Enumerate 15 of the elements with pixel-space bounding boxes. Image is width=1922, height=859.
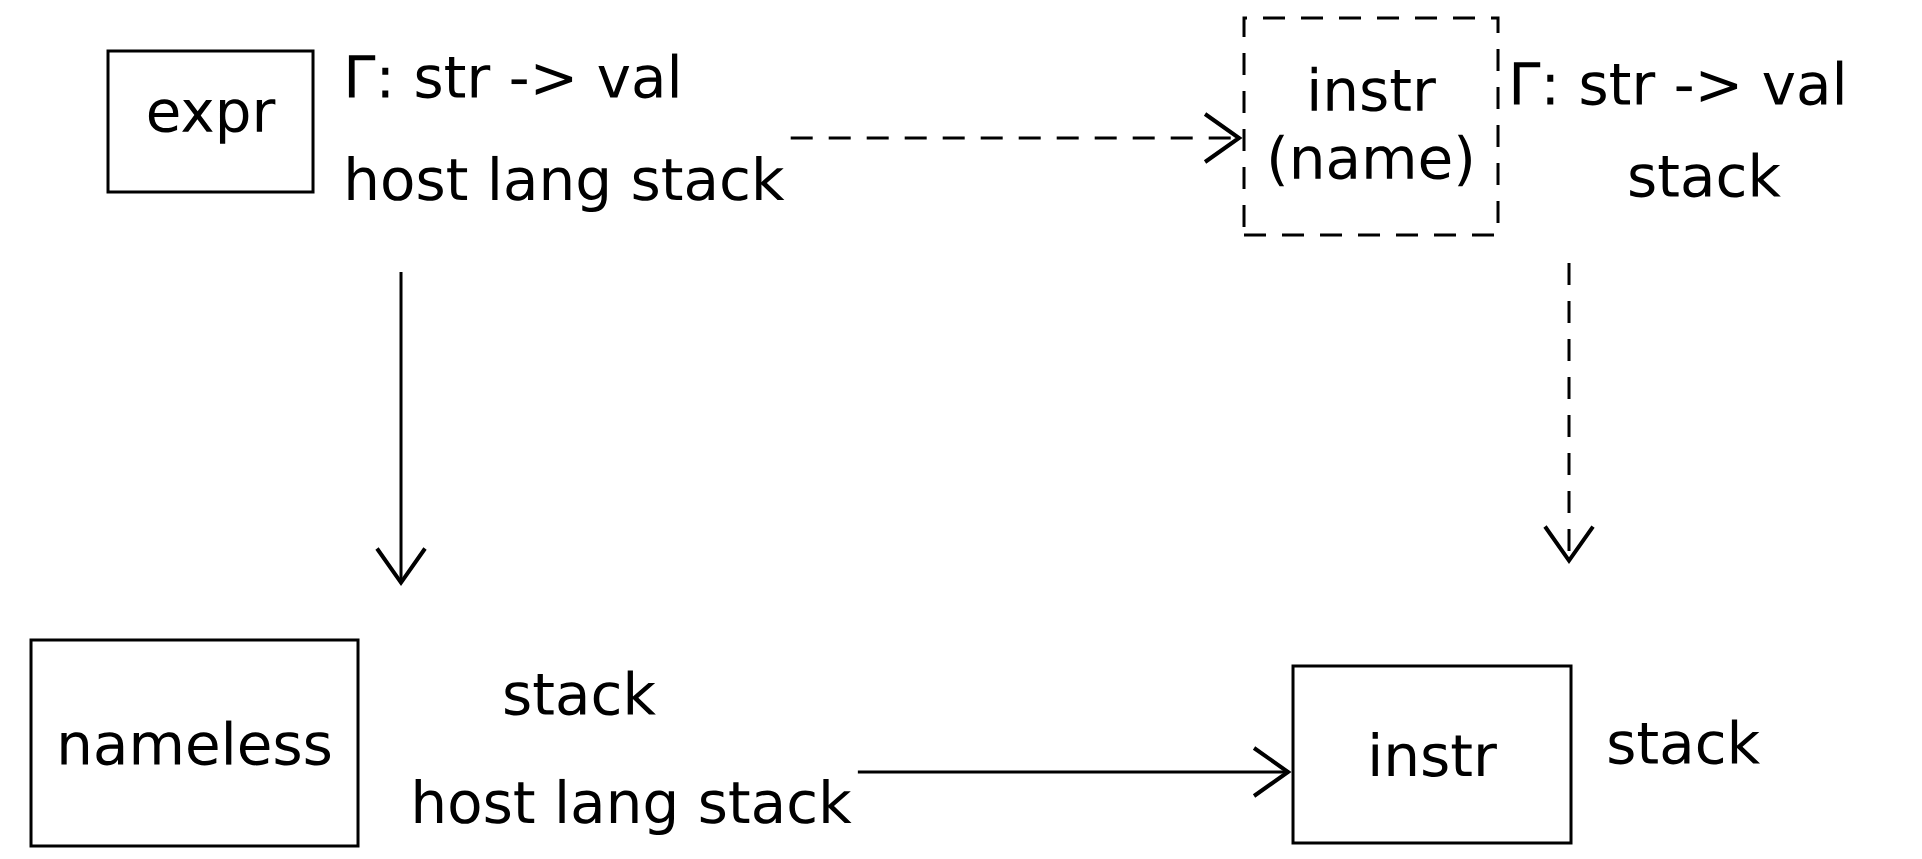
- arrow: [857, 746, 1292, 798]
- process-box: instr (name): [1242, 16, 1500, 237]
- annotation-text: host lang stack: [348, 155, 785, 213]
- annotation-text: stack: [1609, 719, 1761, 765]
- annotation-text: Γ: str -> val: [1513, 60, 1843, 106]
- arrow: [790, 112, 1243, 164]
- arrow: [375, 272, 427, 586]
- process-box: nameless: [29, 638, 360, 848]
- process-box: expr: [106, 49, 315, 194]
- process-box: instr: [1291, 664, 1573, 845]
- annotation-text: host lang stack: [415, 778, 852, 836]
- annotation-text: stack: [1630, 152, 1781, 198]
- arrow: [1543, 263, 1595, 564]
- annotation-text: Γ: str -> val: [348, 53, 678, 99]
- annotation-text: stack: [505, 670, 656, 716]
